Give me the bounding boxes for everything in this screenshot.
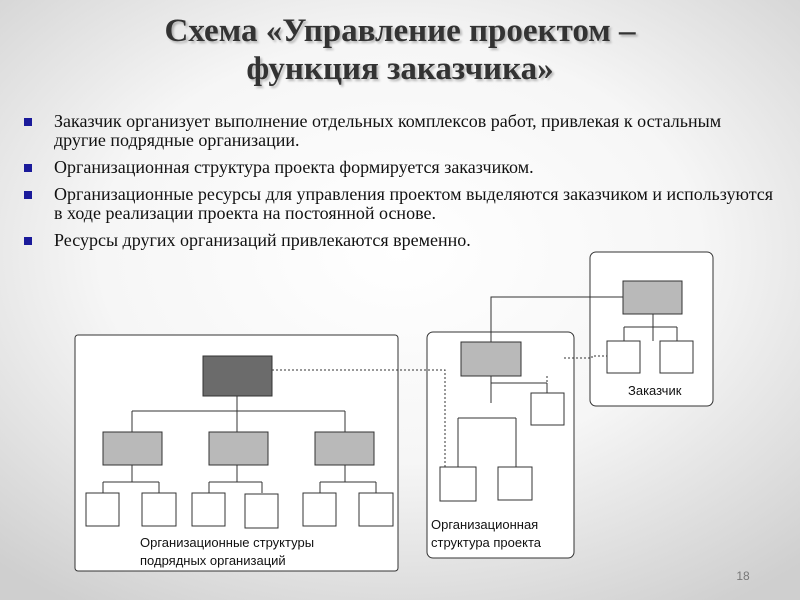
contractor-head-box (202, 355, 273, 397)
bullet-text: Организационная структура проекта формир… (54, 157, 534, 177)
customer-structure: Заказчик (606, 280, 694, 398)
dotted-link (272, 369, 446, 467)
project-unit-box (497, 466, 533, 501)
dotted-link (564, 355, 607, 359)
square-bullet-icon (24, 164, 32, 172)
contractor-unit-box (85, 492, 120, 527)
contractor-unit-box (141, 492, 177, 527)
contractor-unit-box (358, 492, 394, 527)
project-unit-box (439, 466, 477, 502)
customer-label: Заказчик (628, 383, 682, 398)
contractor-unit-box (244, 493, 279, 529)
bullet-item: Ресурсы других организаций привлекаются … (22, 231, 777, 250)
square-bullet-icon (24, 237, 32, 245)
project-structure: Организационная структура проекта (431, 341, 565, 550)
bullet-item: Организационная структура проекта формир… (22, 158, 777, 177)
bullet-text: Организационные ресурсы для управления п… (54, 184, 774, 223)
contractor-division-box (208, 431, 269, 466)
customer-to-project-link (490, 296, 623, 342)
customer-unit-box (659, 340, 694, 374)
contractors-label-line-1: Организационные структуры (140, 535, 314, 550)
contractor-division-box (102, 431, 163, 466)
square-bullet-icon (24, 191, 32, 199)
contractors-label-line-2: подрядных организаций (140, 553, 286, 568)
contractors-structure: Организационные структуры подрядных орга… (85, 355, 394, 568)
slide-title: Схема «Управление проектом – функция зак… (60, 12, 740, 88)
title-line-2: функция заказчика» (246, 51, 554, 87)
bullet-item: Организационные ресурсы для управления п… (22, 185, 777, 223)
project-head-box (460, 341, 522, 377)
bullet-item: Заказчик организует выполнение отдельных… (22, 112, 777, 150)
page-number: 18 (736, 569, 750, 583)
project-label-line-1: Организационная (431, 517, 538, 532)
contractor-unit-box (191, 492, 226, 527)
customer-head-box (622, 280, 683, 315)
bullet-text: Ресурсы других организаций привлекаются … (54, 230, 471, 250)
bullet-list: Заказчик организует выполнение отдельных… (22, 112, 777, 258)
title-line-1: Схема «Управление проектом – (164, 13, 636, 49)
bullet-text: Заказчик организует выполнение отдельных… (54, 111, 722, 150)
project-unit-box (530, 392, 565, 426)
customer-unit-box (606, 340, 641, 374)
contractor-division-box (314, 431, 375, 466)
square-bullet-icon (24, 118, 32, 126)
project-label-line-2: структура проекта (431, 535, 542, 550)
contractor-unit-box (302, 492, 337, 527)
